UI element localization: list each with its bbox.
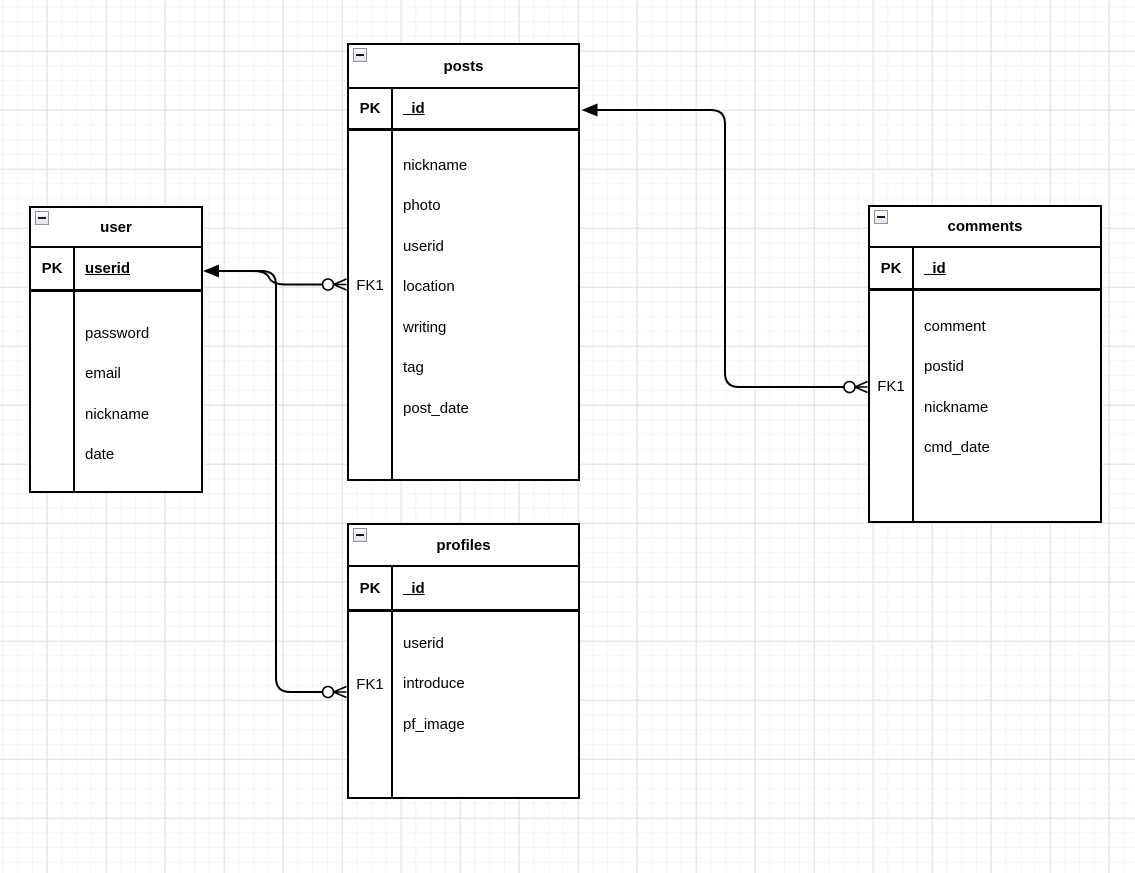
table-body: nickname photo userid location writing t… — [349, 131, 578, 429]
collapse-icon[interactable] — [874, 210, 888, 224]
table-row[interactable]: postid — [870, 347, 1100, 388]
table-title: profiles — [436, 536, 491, 554]
collapse-icon[interactable] — [35, 211, 49, 225]
field-name: password — [85, 324, 150, 342]
field-name: cmd_date — [924, 439, 990, 457]
fk-label: FK1 — [356, 676, 384, 693]
er-table-user[interactable]: user PK userid password email nickname d… — [29, 206, 203, 493]
table-row[interactable]: userid — [349, 623, 578, 664]
table-row[interactable]: nickname — [349, 145, 578, 186]
zero-or-many-circle — [843, 380, 856, 394]
table-row[interactable]: introduce — [349, 664, 578, 705]
pk-field-name: _id — [924, 259, 946, 277]
field-name: location — [403, 278, 455, 296]
er-table-posts[interactable]: posts PK _id FK1 nickname photo userid l… — [347, 43, 580, 481]
primary-key-row[interactable]: PK _id — [349, 567, 578, 612]
fk-label: FK1 — [356, 277, 384, 294]
field-name: postid — [924, 358, 965, 376]
minus-glyph — [356, 534, 364, 536]
field-name: photo — [403, 197, 441, 215]
field-name: nickname — [403, 156, 468, 174]
collapse-icon[interactable] — [353, 48, 367, 62]
table-body: password email nickname date — [31, 292, 201, 475]
arrowhead-icon — [581, 103, 598, 117]
crowfoot-many-icon — [333, 685, 347, 699]
table-row[interactable]: pf_image — [349, 704, 578, 745]
field-name: writing — [403, 318, 447, 336]
zero-or-many-circle — [321, 278, 335, 291]
pk-key-cell: PK — [880, 259, 902, 277]
crowfoot-many-icon — [854, 380, 868, 394]
edge-posts-to-user[interactable] — [212, 270, 347, 291]
table-row[interactable]: writing — [349, 307, 578, 348]
column-divider — [73, 248, 75, 491]
table-row[interactable]: tag — [349, 348, 578, 389]
arrowhead-icon — [203, 264, 219, 278]
table-title: posts — [443, 57, 484, 75]
field-name: nickname — [924, 398, 989, 416]
table-row[interactable]: nickname — [31, 394, 201, 435]
pk-field-name: userid — [85, 260, 131, 277]
table-body: userid introduce pf_image — [349, 612, 578, 745]
field-name: date — [85, 446, 115, 464]
er-table-comments[interactable]: comments PK _id FK1 comment postid nickn… — [868, 205, 1102, 523]
minus-glyph — [38, 217, 46, 219]
pk-key-cell: PK — [41, 260, 63, 277]
table-header: posts — [349, 45, 578, 89]
pk-field-name: _id — [403, 579, 425, 597]
table-header: profiles — [349, 525, 578, 567]
field-name: introduce — [403, 675, 465, 693]
zero-or-many-circle — [321, 685, 335, 699]
table-body: comment postid nickname cmd_date — [870, 291, 1100, 468]
table-title: comments — [947, 218, 1023, 235]
field-name: comment — [924, 317, 986, 335]
field-name: post_date — [403, 399, 469, 417]
field-name: nickname — [85, 405, 150, 423]
minus-glyph — [877, 216, 885, 218]
table-row[interactable]: userid — [349, 226, 578, 267]
primary-key-row[interactable]: PK userid — [31, 248, 201, 292]
field-name: pf_image — [403, 715, 465, 733]
er-table-profiles[interactable]: profiles PK _id FK1 userid introduce pf_… — [347, 523, 580, 799]
table-header: comments — [870, 207, 1100, 248]
table-row[interactable]: comment — [870, 306, 1100, 347]
table-row[interactable]: photo — [349, 186, 578, 227]
field-name: email — [85, 365, 121, 383]
table-row[interactable]: post_date — [349, 388, 578, 429]
pk-key-cell: PK — [359, 579, 381, 597]
table-row[interactable]: password — [31, 313, 201, 354]
pk-field-name: _id — [403, 100, 425, 117]
edge-profiles-to-user[interactable] — [212, 270, 347, 699]
primary-key-row[interactable]: PK _id — [349, 89, 578, 131]
table-row[interactable]: nickname — [870, 387, 1100, 428]
table-row[interactable]: location — [349, 267, 578, 308]
field-name: userid — [403, 237, 444, 255]
primary-key-row[interactable]: PK _id — [870, 248, 1100, 291]
table-title: user — [100, 218, 132, 236]
crowfoot-many-icon — [333, 278, 347, 291]
table-row[interactable]: date — [31, 435, 201, 476]
fk-label: FK1 — [877, 378, 905, 395]
table-row[interactable]: cmd_date — [870, 428, 1100, 469]
edge-comments-to-posts[interactable] — [581, 103, 868, 394]
column-divider — [391, 567, 393, 797]
column-divider — [912, 248, 914, 521]
collapse-icon[interactable] — [353, 528, 367, 542]
table-row[interactable]: email — [31, 354, 201, 395]
minus-glyph — [356, 54, 364, 56]
pk-key-cell: PK — [359, 100, 381, 117]
field-name: userid — [403, 634, 444, 652]
table-header: user — [31, 208, 201, 248]
column-divider — [391, 89, 393, 479]
field-name: tag — [403, 359, 424, 377]
